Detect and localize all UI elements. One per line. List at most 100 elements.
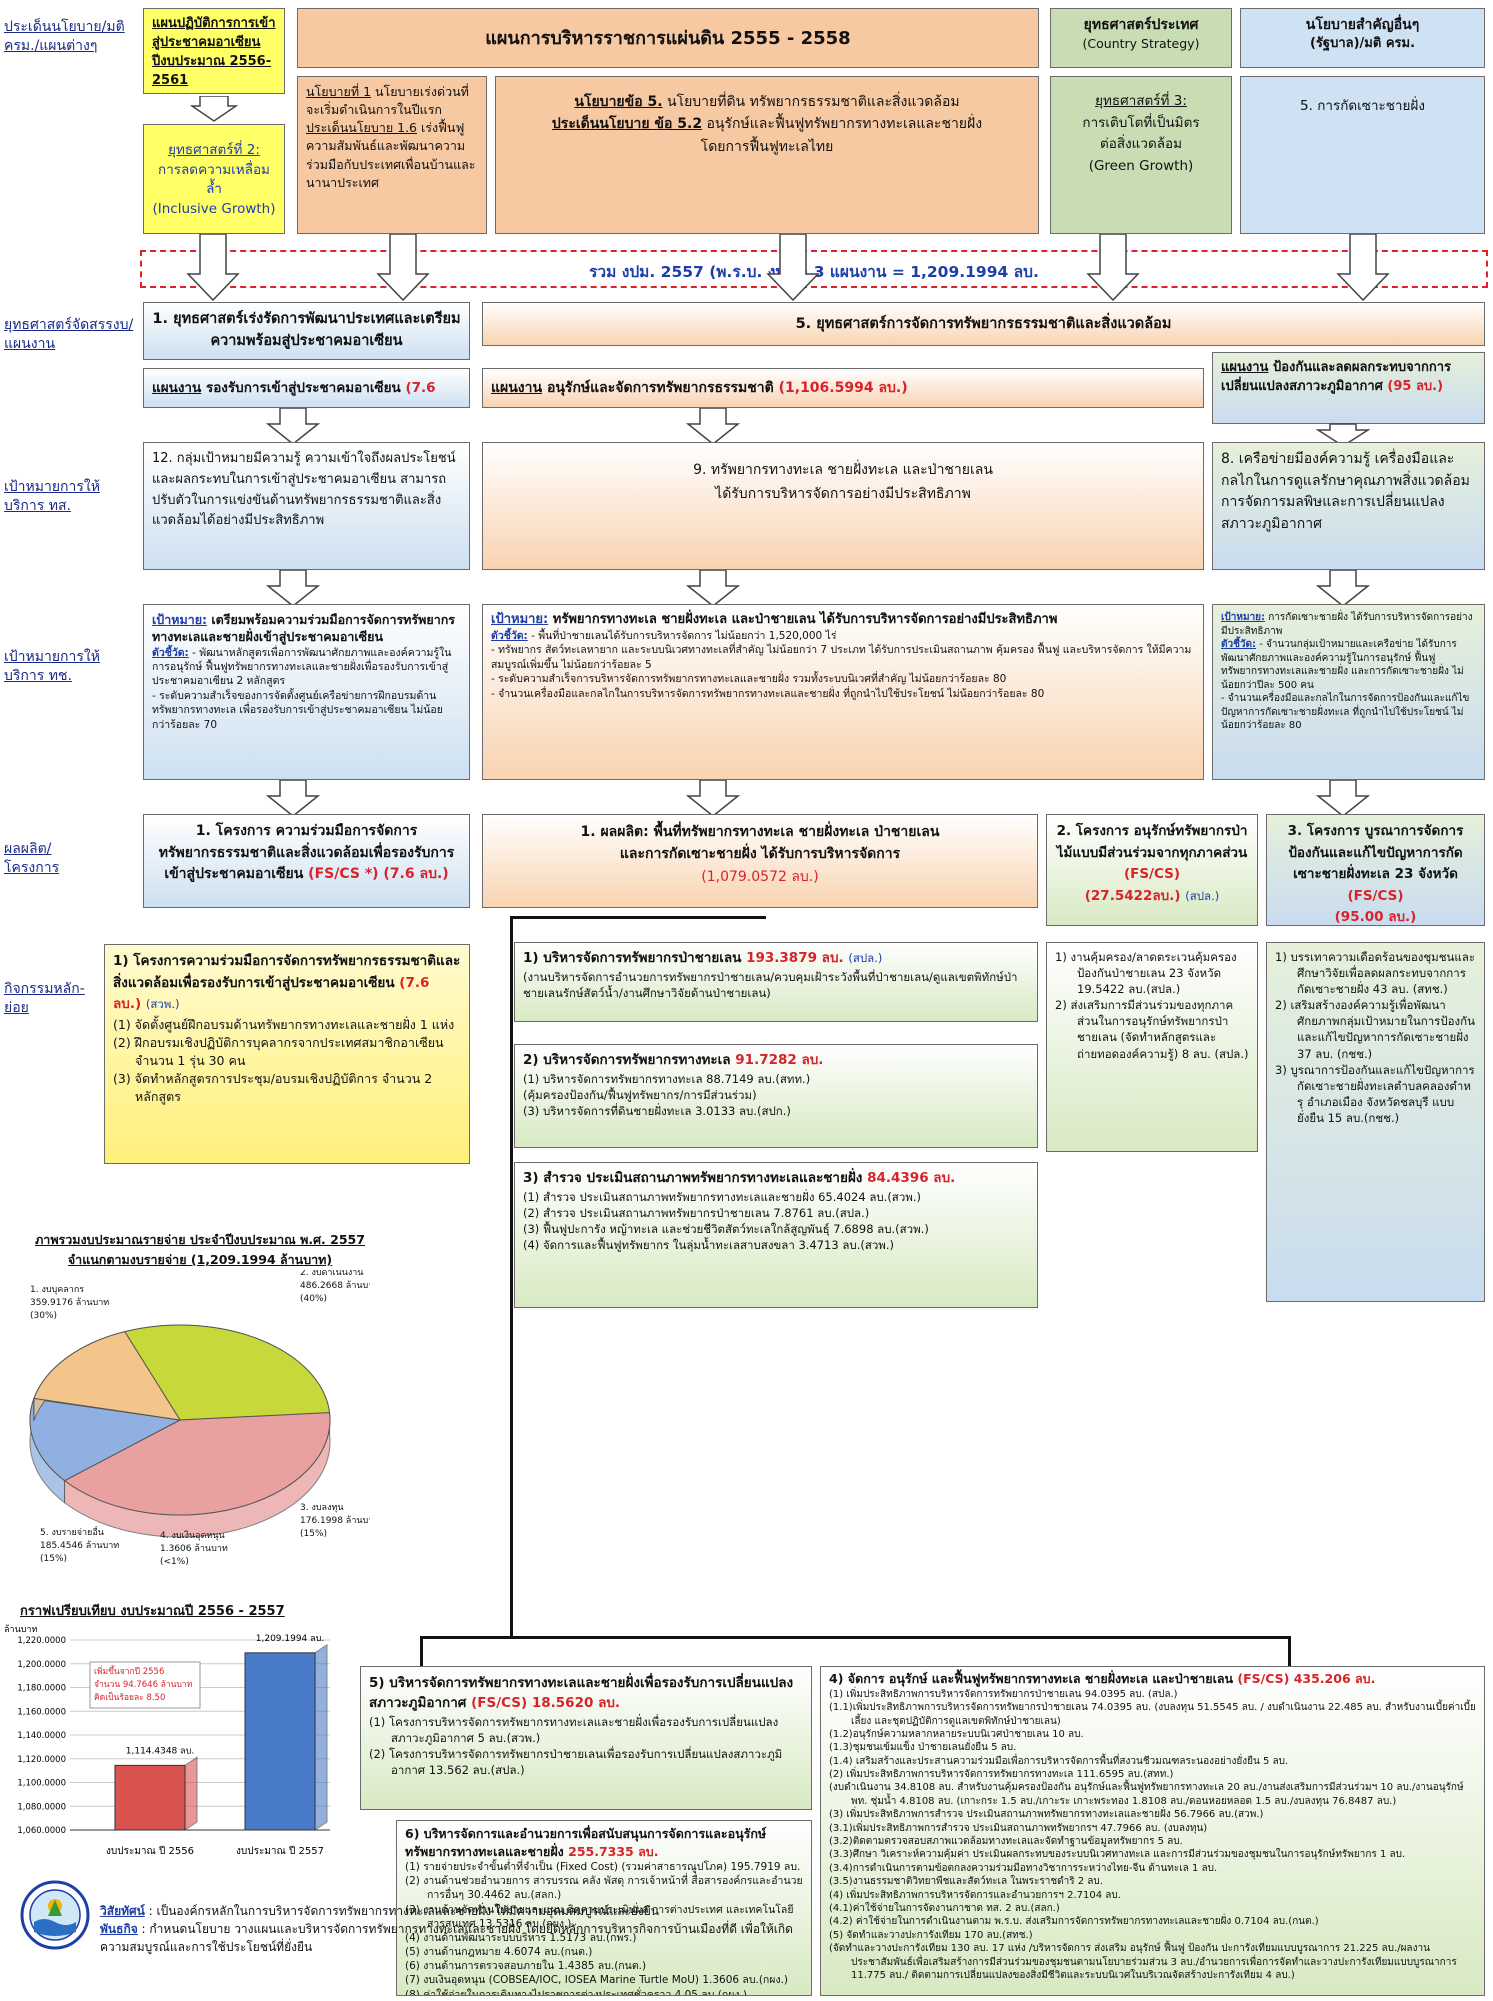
list-item: (1.4) เสริมสร้างและประสานความร่วมมือเพื่… xyxy=(829,1755,1289,1767)
plan-asean-text: รองรับการเข้าสู่ประชาคมอาเซียน xyxy=(201,380,406,396)
activity-erosion-list: 1) บรรเทาความเดือดร้อนของชุมชนและศึกษาวิ… xyxy=(1275,949,1476,1126)
list-item: (2) งานด้านช่วยอำนวยการ สารบรรณ คลัง พัส… xyxy=(405,1875,803,1902)
plan-asean-amount: (7.6 ลบ.) xyxy=(152,380,436,407)
policy5-text: นโยบายที่ดิน ทรัพยากรธรรมชาติและสิ่งแวดล… xyxy=(662,94,960,110)
connector-arrows-4 xyxy=(265,780,1371,817)
bar-side xyxy=(184,1756,198,1831)
list-item: 3) บูรณาการป้องกันและแก้ไขปัญหาการกัดเซา… xyxy=(1275,1062,1475,1125)
pie-label: (15%) xyxy=(300,1529,327,1539)
list-item: (1) บริหารจัดการทรัพยากรทางทะเล 88.7149 … xyxy=(523,1071,811,1086)
pie-label: 359.9176 ล้านบาท xyxy=(30,1297,109,1308)
pie-label: (<1%) xyxy=(160,1557,189,1567)
connector-line xyxy=(510,916,513,1636)
output-marine-line1: 1. ผลผลิต: พื้นที่ทรัพยากรทางทะเล ชายฝั่… xyxy=(580,824,940,840)
connector-arrows xyxy=(186,234,1390,302)
output-asean-text: 1. โครงการ ความร่วมมือการจัดการทรัพยากรธ… xyxy=(158,823,455,883)
activity-mangrove-unit: (สปล.) xyxy=(848,951,883,965)
plan-asean-label: แผนงาน xyxy=(152,380,202,396)
list-item: (1.3)ชุมชนเข้มแข็ง ป่าชายเลนยั่งยืน 5 ลบ… xyxy=(829,1742,1017,1754)
output-marine-line2: และการกัดเซาะชายฝั่ง ได้รับการบริหารจัดก… xyxy=(619,846,901,863)
list-item: (3) เพิ่มประสิทธิภาพการสำรวจ ประเมินสถาน… xyxy=(829,1809,1264,1821)
plan-conserve-text: อนุรักษ์และจัดการทรัพยากรธรรมชาติ xyxy=(542,380,779,396)
activity-mangrove-amount: 193.3879 ลบ. xyxy=(746,950,844,966)
output-marine-amount: (1,079.0572 ลบ.) xyxy=(701,868,819,885)
policy1-text: นโยบายเร่งด่วนที่จะเริ่มดำเนินการในปีแรก xyxy=(306,84,469,118)
plan-conserve-amount: (1,106.5994 ลบ.) xyxy=(778,380,908,396)
list-item: (2) สำรวจ ประเมินสถานภาพทรัพยากรป่าชายเล… xyxy=(523,1205,870,1220)
activity-survey-amount: 84.4396 ลบ. xyxy=(867,1170,956,1186)
bar-value-label: 1,114.4348 ลบ. xyxy=(126,1746,194,1756)
list-item: 2) เสริมสร้างองค์ความรู้เพื่อพัฒนาศักยภา… xyxy=(1275,998,1475,1061)
vision-text: : เป็นองค์กรหลักในการบริหารจัดการทรัพยาก… xyxy=(144,1904,660,1918)
policy16-label: ประเด็นนโยบาย 1.6 xyxy=(306,120,418,136)
ministry-goal-9-line1: 9. ทรัพยากรทางทะเล ชายฝั่งทะเล และป่าชาย… xyxy=(693,462,993,478)
list-item: (4) เพิ่มประสิทธิภาพการบริหารจัดการและอำ… xyxy=(829,1889,1121,1901)
connector-line xyxy=(510,916,766,919)
dmcr-goal-marine-i2: - ทรัพยากร สัตว์ทะเลหายาก และระบบนิเวศทา… xyxy=(491,644,1192,671)
country-strategy-header: ยุทธศาสตร์ประเทศ (Country Strategy) xyxy=(1050,8,1232,68)
pie-label: 3. งบลงทุน xyxy=(300,1503,344,1513)
policy1-box: นโยบายที่ 1 นโยบายเร่งด่วนที่จะเริ่มดำเน… xyxy=(297,76,487,234)
connector-line xyxy=(510,1636,1290,1639)
list-item: (3) ฟื้นฟูปะการัง หญ้าทะเล และช่วยชีวิตส… xyxy=(523,1221,929,1236)
plan-climate-label: แผนงาน xyxy=(1221,360,1269,375)
list-item: 1) บรรเทาความเดือดร้อนของชุมชนและศึกษาวิ… xyxy=(1275,950,1476,997)
dmcr-goal-marine-text: ทรัพยากรทางทะเล ชายฝั่งทะเล และป่าชายเลน… xyxy=(548,612,1058,627)
activity-mangrove-title: 1) บริหารจัดการทรัพยากรป่าชายเลน xyxy=(523,950,742,966)
strategy3-en: (Green Growth) xyxy=(1088,157,1194,174)
dmcr-goal-erosion-label: เป้าหมาย: xyxy=(1221,612,1266,623)
activity-climate-title: 5) บริหารจัดการทรัพยากรทางทะเลและชายฝั่ง… xyxy=(369,1675,794,1712)
mission-text: : กำหนดนโยบาย วางแผนและบริหารจัดการทรัพย… xyxy=(100,1922,793,1954)
y-tick-label: 1,100.0000 xyxy=(17,1779,66,1789)
y-tick-label: 1,180.0000 xyxy=(17,1684,66,1694)
activity-restore-list: (1) เพิ่มประสิทธิภาพการบริหารจัดการทรัพย… xyxy=(829,1688,1476,1983)
dmcr-goal-erosion: เป้าหมาย: การกัดเซาะชายฝั่ง ได้รับการบริ… xyxy=(1212,604,1485,780)
activity-climate-amount: (FS/CS) 18.5620 ลบ. xyxy=(471,1695,621,1712)
label-dmcr-goal: เป้าหมายการให้บริการ ทช. xyxy=(4,649,100,684)
pie-label: (15%) xyxy=(40,1554,67,1564)
activity-survey-list: (1) สำรวจ ประเมินสถานภาพทรัพยากรทางทะเลแ… xyxy=(523,1189,1029,1253)
country-strategy-title: ยุทธศาสตร์ประเทศ xyxy=(1083,17,1199,33)
strategy-5-box: 5. ยุทธศาสตร์การจัดการทรัพยากรธรรมชาติแล… xyxy=(482,302,1485,346)
pie-label: (40%) xyxy=(300,1294,327,1304)
ministry-goal-9: 9. ทรัพยากรทางทะเล ชายฝั่งทะเล และป่าชาย… xyxy=(482,442,1204,570)
ministry-goal-8: 8. เครือข่ายมีองค์ความรู้ เครื่องมือและก… xyxy=(1212,442,1485,570)
connector-line xyxy=(420,1636,423,1676)
y-tick-label: 1,140.0000 xyxy=(17,1731,66,1741)
strategy3-body1: การเติบโตที่เป็นมิตร xyxy=(1082,114,1200,131)
pie-label: 486.2668 ล้านบาท xyxy=(300,1280,370,1291)
list-item: (6) งานด้านการตรวจสอบภายใน 1.4385 ลบ.(กน… xyxy=(405,1960,647,1973)
pie-slice xyxy=(123,1324,331,1421)
list-item: (4) งานด้านพัฒนาระบบบริหาร 1.5173 ลบ.(กพ… xyxy=(405,1931,637,1944)
output-asean: 1. โครงการ ความร่วมมือการจัดการทรัพยากรธ… xyxy=(143,814,470,908)
list-item: (3.4)การดำเนินการตามข้อตกลงความร่วมมือทา… xyxy=(829,1862,1218,1874)
activity-marine-amount: 91.7282 ลบ. xyxy=(735,1052,824,1068)
output-marine: 1. ผลผลิต: พื้นที่ทรัพยากรทางทะเล ชายฝั่… xyxy=(482,814,1038,908)
vision-label: วิสัยทัศน์ xyxy=(100,1904,145,1918)
pie-label: 2. งบดำเนินงาน xyxy=(300,1270,363,1278)
activity-climate-list: (1) โครงการบริหารจัดการทรัพยากรทางทะเลแล… xyxy=(369,1714,803,1778)
dmcr-goal-erosion-ind: ตัวชี้วัด: xyxy=(1221,639,1257,650)
x-tick-label: งบประมาณ ปี 2557 xyxy=(236,1845,324,1857)
dmcr-goal-asean-ind: ตัวชี้วัด: xyxy=(152,646,189,659)
dmcr-goal-marine-i1: - พื้นที่ป่าชายเลนได้รับการบริหารจัดการ … xyxy=(527,629,837,642)
footer-text: วิสัยทัศน์ : เป็นองค์กรหลักในการบริหารจั… xyxy=(100,1902,800,1956)
list-item: (3.3)ศึกษา วิเคราะห์ความคุ้มค่า ประเมินผ… xyxy=(829,1849,1406,1861)
other-policy-header: นโยบายสำคัญอื่นๆ (รัฐบาล)/มติ ครม. xyxy=(1240,8,1485,68)
dmcr-goal-marine-i4: - จำนวนเครื่องมือและกลไกในการบริหารจัดกา… xyxy=(491,687,1045,700)
pie-title-1: ภาพรวมงบประมาณรายจ่าย ประจำปีงบประมาณ พ.… xyxy=(35,1232,365,1247)
activity-forest: 1) งานคุ้มครอง/ลาดตระเวนคุ้มครองป้องกันป… xyxy=(1046,942,1258,1152)
erosion-policy-box: 5. การกัดเซาะชายฝั่ง xyxy=(1240,76,1485,234)
list-item: (1) จัดตั้งศูนย์ฝึกอบรมด้านทรัพยากรทางทะ… xyxy=(113,1016,455,1032)
activity-mangrove: 1) บริหารจัดการทรัพยากรป่าชายเลน 193.387… xyxy=(514,942,1038,1022)
activity-asean: 1) โครงการความร่วมมือการจัดการทรัพยากรธร… xyxy=(104,944,470,1164)
pie-slice xyxy=(29,1398,182,1482)
arrow-down-icon xyxy=(189,95,239,122)
pie-label: 185.4546 ล้านบาท xyxy=(40,1540,119,1551)
list-item: (1) เพิ่มประสิทธิภาพการบริหารจัดการทรัพย… xyxy=(829,1688,1178,1700)
list-item: (2) โครงการบริหารจัดการทรัพยากรป่าชายเลน… xyxy=(369,1746,783,1777)
strategy3-title: ยุทธศาสตร์ที่ 3: xyxy=(1095,93,1187,109)
output-erosion: 3. โครงการ บูรณาการจัดการป้องกันและแก้ไข… xyxy=(1266,814,1485,926)
policy52-text: อนุรักษ์และฟื้นฟูทรัพยากรทางทะเลและชายฝั… xyxy=(702,116,983,133)
list-item: (4.2) ค่าใช้จ่ายในการดำเนินงานตาม พ.ร.บ.… xyxy=(829,1916,1319,1928)
